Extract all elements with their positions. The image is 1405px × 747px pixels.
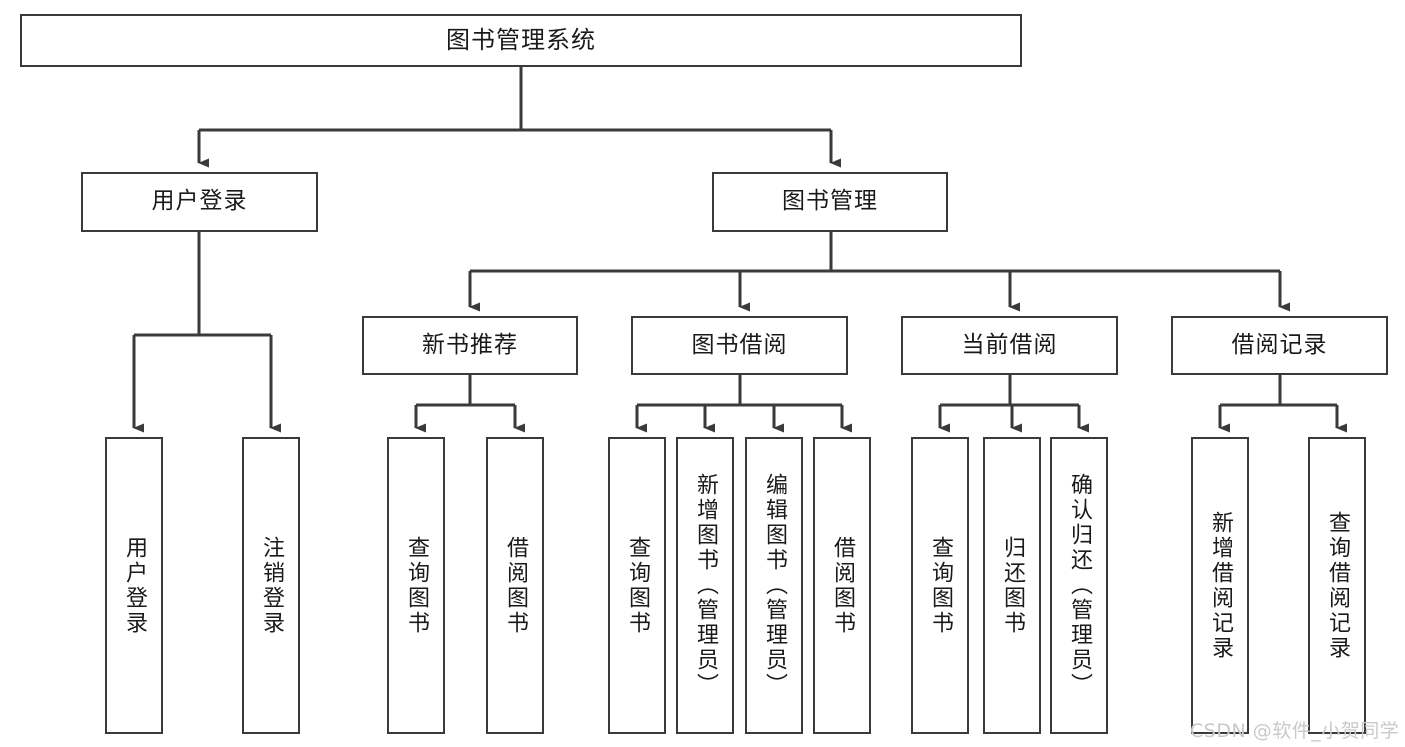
leaf-label: 归还图书 [1000, 535, 1025, 636]
leaf-borrow-book[interactable]: 借阅图书 [813, 437, 871, 734]
leaf-return-book[interactable]: 归还图书 [983, 437, 1041, 734]
node-borrow-records[interactable]: 借阅记录 [1171, 316, 1388, 375]
leaf-label: 查询图书 [404, 535, 429, 636]
leaf-query-book-borrow[interactable]: 查询图书 [608, 437, 666, 734]
node-label: 借阅记录 [1231, 331, 1328, 358]
leaf-label: 查询图书 [625, 535, 650, 636]
leaf-edit-book-admin[interactable]: 编辑图书（管理员） [745, 437, 803, 734]
leaf-confirm-return-admin[interactable]: 确认归还（管理员） [1050, 437, 1108, 734]
leaf-label: 借阅图书 [830, 535, 855, 636]
leaf-add-book-admin[interactable]: 新增图书（管理员） [676, 437, 734, 734]
csdn-watermark: CSDN @软件_小贺同学 [1190, 720, 1400, 742]
leaf-query-borrow-record[interactable]: 查询借阅记录 [1308, 437, 1366, 734]
leaf-add-borrow-record[interactable]: 新增借阅记录 [1191, 437, 1249, 734]
leaf-label: 新增图书（管理员） [693, 473, 718, 698]
leaf-logout[interactable]: 注销登录 [242, 437, 300, 734]
leaf-label: 新增借阅记录 [1208, 510, 1233, 661]
leaf-label: 借阅图书 [503, 535, 528, 636]
leaf-label: 确认归还（管理员） [1067, 473, 1092, 698]
leaf-label: 查询借阅记录 [1325, 510, 1350, 661]
node-label: 新书推荐 [422, 331, 518, 358]
leaf-query-book-recommend[interactable]: 查询图书 [387, 437, 445, 734]
node-label: 图书借阅 [691, 331, 788, 358]
node-label: 图书管理系统 [446, 26, 596, 55]
leaf-label: 注销登录 [259, 535, 284, 636]
leaf-query-book-current[interactable]: 查询图书 [911, 437, 969, 734]
node-label: 当前借阅 [961, 331, 1058, 358]
node-user-login[interactable]: 用户登录 [81, 172, 318, 232]
node-root-system[interactable]: 图书管理系统 [20, 14, 1022, 67]
node-label: 用户登录 [151, 188, 248, 215]
leaf-user-login[interactable]: 用户登录 [105, 437, 163, 734]
leaf-label: 编辑图书（管理员） [762, 473, 787, 698]
leaf-label: 用户登录 [122, 535, 147, 636]
node-current-borrow[interactable]: 当前借阅 [901, 316, 1118, 375]
node-label: 图书管理 [782, 188, 878, 215]
leaf-borrow-book-recommend[interactable]: 借阅图书 [486, 437, 544, 734]
node-book-borrow[interactable]: 图书借阅 [631, 316, 848, 375]
node-new-book-recommend[interactable]: 新书推荐 [362, 316, 578, 375]
leaf-label: 查询图书 [928, 535, 953, 636]
node-book-management[interactable]: 图书管理 [712, 172, 948, 232]
